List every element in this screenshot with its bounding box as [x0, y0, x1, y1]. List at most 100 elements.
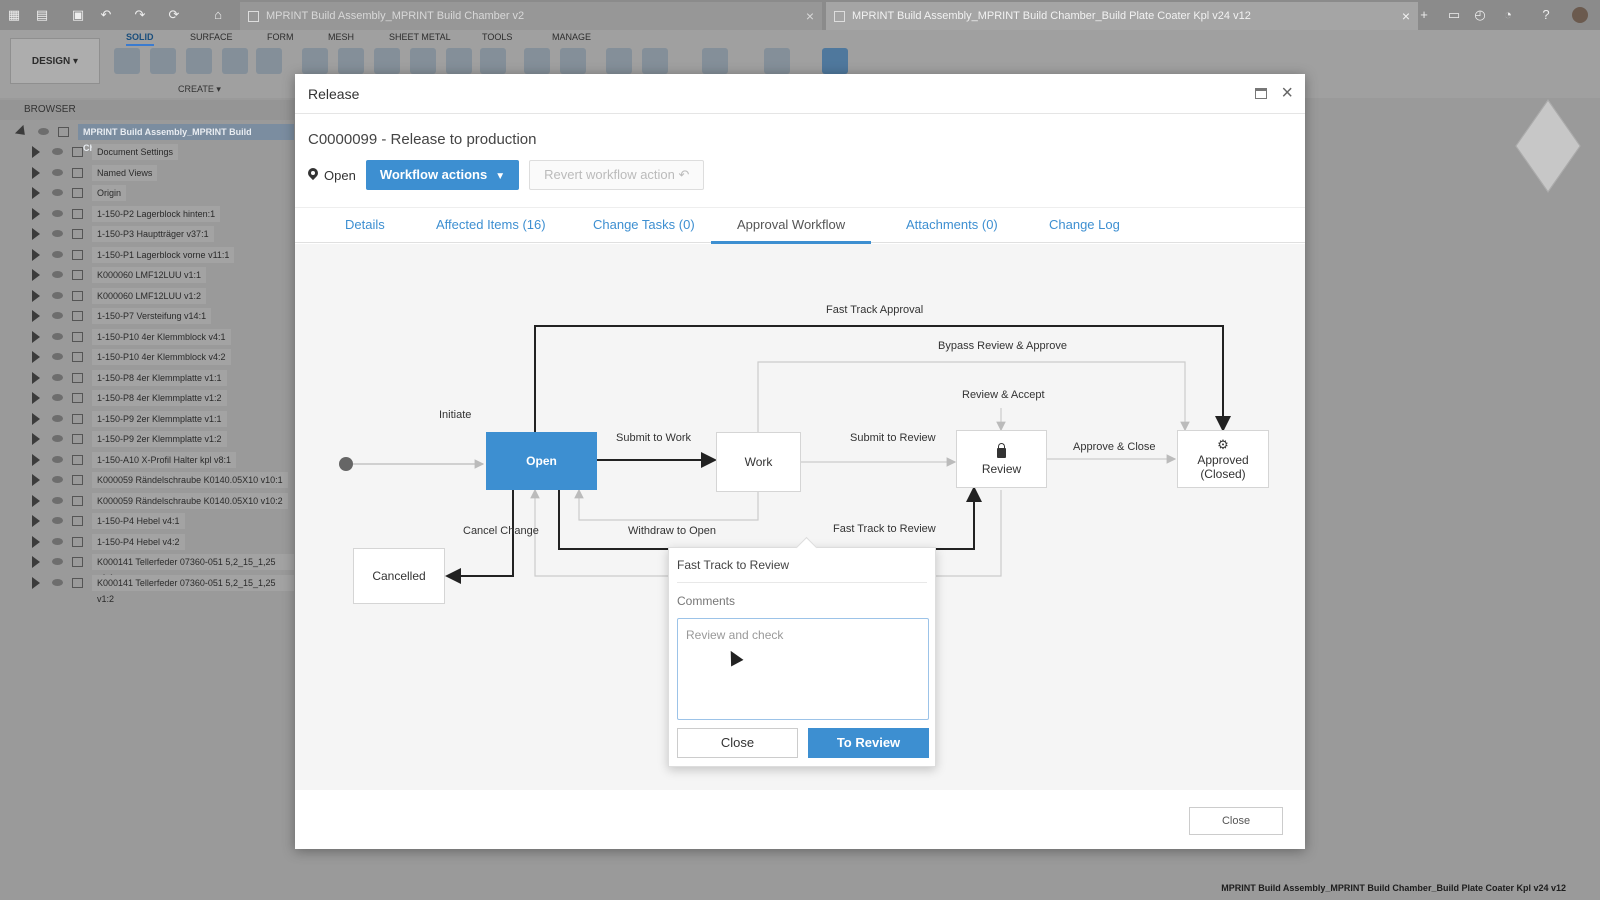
- transition-fast-track-review[interactable]: Fast Track to Review: [833, 523, 936, 535]
- browser-item[interactable]: 1-150-P10 4er Klemmblock v4:2: [0, 347, 294, 367]
- state-work[interactable]: Work: [716, 432, 801, 492]
- popup-close-button[interactable]: Close: [677, 728, 798, 758]
- ribbon-tab-solid[interactable]: SOLID: [126, 32, 154, 46]
- browser-item[interactable]: K000141 Tellerfeder 07360-051 5,2_15_1,2…: [0, 552, 294, 583]
- visibility-icon[interactable]: [38, 128, 49, 135]
- ribbon-tab-sheet-metal[interactable]: SHEET METAL: [389, 32, 451, 42]
- ribbon-tab-form[interactable]: FORM: [267, 32, 294, 42]
- collapse-icon[interactable]: [14, 124, 30, 140]
- browser-item[interactable]: K000141 Tellerfeder 07360-051 5,2_15_1,2…: [0, 573, 294, 604]
- tab-approval-workflow[interactable]: Approval Workflow: [711, 208, 872, 244]
- expand-icon[interactable]: [32, 269, 40, 281]
- redo-icon[interactable]: ↷: [134, 7, 146, 22]
- tab-affected-items[interactable]: Affected Items (16): [436, 217, 546, 232]
- transition-fast-track-approval[interactable]: Fast Track Approval: [826, 304, 924, 316]
- avatar[interactable]: [1572, 7, 1588, 23]
- sync-icon[interactable]: ◴: [1474, 7, 1486, 22]
- visibility-icon[interactable]: [52, 455, 63, 463]
- tab-attachments[interactable]: Attachments (0): [906, 217, 998, 232]
- measure-icon[interactable]: [702, 48, 728, 74]
- browser-item[interactable]: 1-150-P9 2er Klemmplatte v1:2: [0, 429, 294, 449]
- ribbon-tab-manage[interactable]: MANAGE: [552, 32, 592, 42]
- browser-item[interactable]: 1-150-P8 4er Klemmplatte v1:1: [0, 368, 294, 388]
- new-component-icon[interactable]: [524, 48, 550, 74]
- sphere-icon[interactable]: [222, 48, 248, 74]
- expand-icon[interactable]: [32, 433, 40, 445]
- expand-icon[interactable]: [32, 187, 40, 199]
- visibility-icon[interactable]: [52, 537, 63, 545]
- browser-item[interactable]: 1-150-P4 Hebel v4:2: [0, 532, 294, 552]
- app-grid-icon[interactable]: ▦: [7, 7, 21, 22]
- expand-icon[interactable]: [32, 556, 40, 568]
- ribbon-tab-tools[interactable]: TOOLS: [482, 32, 513, 42]
- browser-item[interactable]: 1-150-P7 Versteifung v14:1: [0, 306, 294, 326]
- visibility-icon[interactable]: [52, 517, 63, 524]
- state-approved[interactable]: ⚙ Approved (Closed): [1177, 430, 1269, 488]
- tab-change-tasks[interactable]: Change Tasks (0): [593, 217, 695, 232]
- fillet-icon[interactable]: [338, 48, 364, 74]
- expand-icon[interactable]: [32, 474, 40, 486]
- expand-icon[interactable]: [32, 392, 40, 404]
- expand-icon[interactable]: [32, 453, 40, 466]
- save-icon[interactable]: ▣: [71, 7, 85, 22]
- browser-item[interactable]: 1-150-P2 Lagerblock hinten:1: [0, 204, 294, 224]
- visibility-icon[interactable]: [52, 168, 63, 176]
- select-icon[interactable]: [822, 48, 848, 74]
- push-pull-icon[interactable]: [302, 48, 328, 74]
- expand-icon[interactable]: [32, 576, 40, 589]
- tab-details[interactable]: Details: [345, 217, 385, 232]
- revolve-icon[interactable]: [186, 48, 212, 74]
- browser-item[interactable]: Origin: [0, 183, 294, 203]
- visibility-icon[interactable]: [52, 209, 63, 217]
- expand-icon[interactable]: [32, 412, 40, 425]
- browser-item[interactable]: K000059 Rändelschraube K0140.05X10 v10:1: [0, 470, 294, 490]
- browser-root-item[interactable]: MPRINT Build Assembly_MPRINT Build Chamb…: [0, 122, 294, 153]
- visibility-icon[interactable]: [52, 332, 63, 340]
- transition-withdraw[interactable]: Withdraw to Open: [628, 525, 717, 537]
- workspace-switcher[interactable]: DESIGN ▾: [10, 38, 100, 84]
- browser-item[interactable]: 1-150-P10 4er Klemmblock v4:1: [0, 327, 294, 347]
- expand-icon[interactable]: [32, 371, 40, 384]
- visibility-icon[interactable]: [52, 148, 63, 155]
- visibility-icon[interactable]: [52, 435, 63, 442]
- transition-submit-review[interactable]: Submit to Review: [850, 432, 936, 444]
- dialog-close-button[interactable]: Close: [1189, 807, 1283, 835]
- expand-icon[interactable]: [32, 228, 40, 240]
- expand-icon[interactable]: [32, 289, 40, 302]
- transition-cancel[interactable]: Cancel Change: [463, 525, 539, 537]
- visibility-icon[interactable]: [52, 230, 63, 237]
- visibility-icon[interactable]: [52, 250, 63, 258]
- ribbon-tab-mesh[interactable]: MESH: [328, 32, 355, 42]
- transition-bypass[interactable]: Bypass Review & Approve: [938, 340, 1068, 352]
- state-open[interactable]: Open: [486, 432, 597, 490]
- browser-item[interactable]: 1-150-P4 Hebel v4:1: [0, 511, 294, 531]
- document-tab-1[interactable]: MPRINT Build Assembly_MPRINT Build Chamb…: [240, 2, 822, 30]
- browser-item[interactable]: K000059 Rändelschraube K0140.05X10 v10:2: [0, 491, 294, 511]
- visibility-icon[interactable]: [52, 189, 63, 196]
- browser-item[interactable]: Document Settings: [0, 142, 294, 162]
- visibility-icon[interactable]: [52, 394, 63, 401]
- comments-input[interactable]: [677, 618, 929, 720]
- expand-icon[interactable]: [32, 207, 40, 220]
- document-tab-2[interactable]: MPRINT Build Assembly_MPRINT Build Chamb…: [826, 2, 1418, 30]
- notifications-icon[interactable]: ▭: [1447, 7, 1461, 22]
- extrude-icon[interactable]: [150, 48, 176, 74]
- visibility-icon[interactable]: [52, 558, 63, 565]
- combine-icon[interactable]: [410, 48, 436, 74]
- close-tab-icon[interactable]: ×: [805, 8, 814, 24]
- refresh-icon[interactable]: ⟳: [168, 7, 180, 22]
- construct-icon[interactable]: [606, 48, 632, 74]
- visibility-icon[interactable]: [52, 373, 63, 381]
- home-icon[interactable]: ⌂: [214, 7, 222, 22]
- to-review-button[interactable]: To Review: [808, 728, 929, 758]
- expand-icon[interactable]: [32, 515, 40, 527]
- visibility-icon[interactable]: [52, 271, 63, 278]
- view-cube[interactable]: [1515, 99, 1581, 193]
- visibility-icon[interactable]: [52, 291, 63, 299]
- browser-item[interactable]: K000060 LMF12LUU v1:1: [0, 265, 294, 285]
- joint-icon[interactable]: [560, 48, 586, 74]
- transition-review-accept[interactable]: Review & Accept: [962, 389, 1045, 401]
- tab-change-log[interactable]: Change Log: [1049, 217, 1120, 232]
- visibility-icon[interactable]: [52, 476, 63, 483]
- browser-item[interactable]: K000060 LMF12LUU v1:2: [0, 286, 294, 306]
